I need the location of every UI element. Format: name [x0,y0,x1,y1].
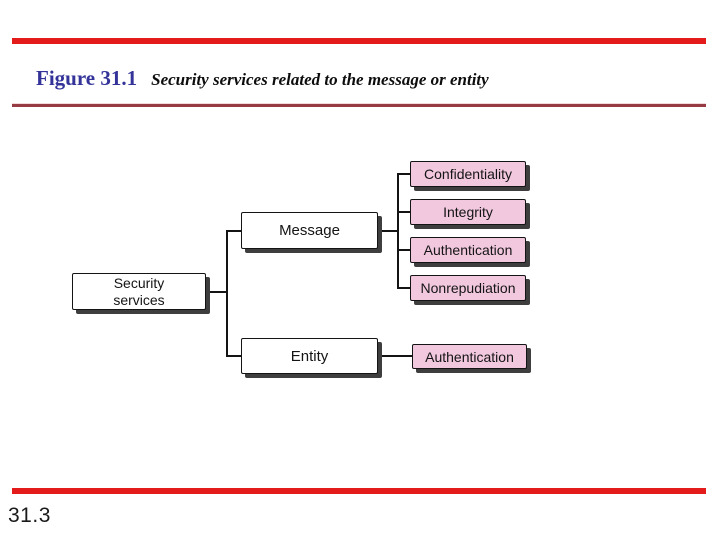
bottom-red-rule [12,488,706,494]
figure-title: Security services related to the message… [151,70,489,89]
node-entity: Entity [241,338,378,374]
node-confidentiality-label: Confidentiality [424,166,512,182]
node-security-services-label: Security services [113,274,165,308]
edge-to-confidentiality [399,173,410,175]
edge-message-fan-trunk [397,173,399,289]
figure-caption: Figure 31.1 Security services related to… [36,66,696,91]
page-number: 31.3 [8,504,51,527]
node-nonrepudiation: Nonrepudiation [410,275,526,301]
node-message-authentication-label: Authentication [423,242,513,258]
edge-to-nonrepudiation [399,287,410,289]
node-message: Message [241,212,378,249]
edge-to-integrity [399,211,410,213]
edge-root-stub [206,291,228,293]
node-entity-label: Entity [290,347,329,365]
edge-entity-to-authentication [378,355,412,357]
node-security-services: Security services [72,273,206,310]
node-integrity: Integrity [410,199,526,225]
node-nonrepudiation-label: Nonrepudiation [420,280,516,296]
edge-left-trunk [226,230,228,357]
edge-message-stub [378,230,399,232]
figure-label: Figure 31.1 [36,66,138,90]
node-message-label: Message [279,222,340,239]
top-red-rule [12,38,706,44]
edge-to-entity [228,355,241,357]
edge-to-message [228,230,241,232]
edge-to-authentication [399,249,410,251]
node-integrity-label: Integrity [443,204,493,220]
node-entity-authentication: Authentication [412,344,527,369]
node-entity-authentication-label: Authentication [425,348,514,365]
caption-underline-rule [12,103,706,107]
node-message-authentication: Authentication [410,237,526,263]
node-confidentiality: Confidentiality [410,161,526,187]
